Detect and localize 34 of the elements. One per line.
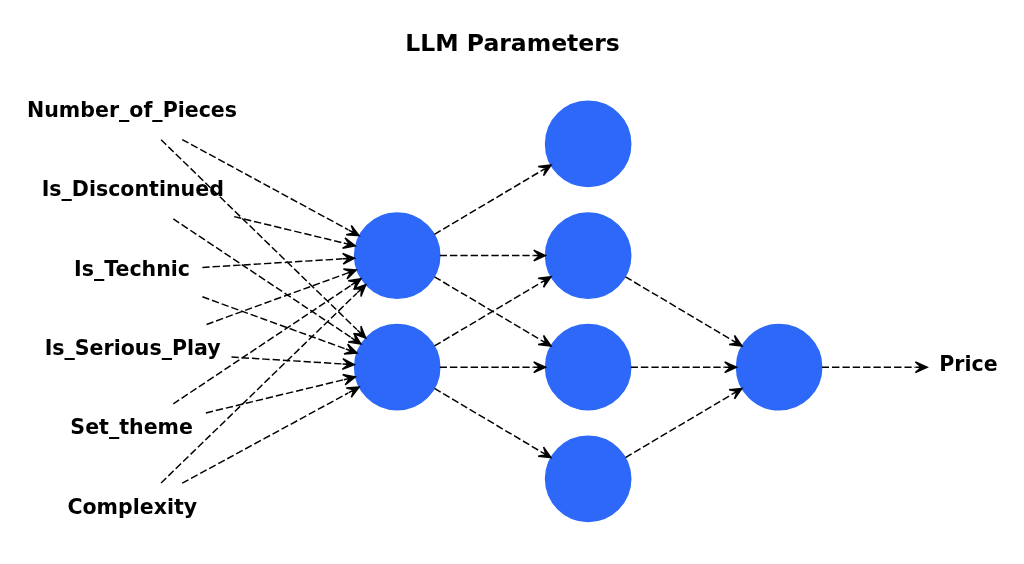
- node-text: Set_theme: [69, 415, 193, 440]
- arrow: [438, 249, 546, 262]
- arrow: [624, 276, 743, 347]
- arrow: [181, 138, 360, 237]
- node-text: Is_Serious_Play: [44, 336, 221, 361]
- arrow: [232, 215, 356, 249]
- node-text: Number_of_Pieces: [26, 98, 237, 123]
- node-circle: [544, 323, 631, 411]
- arrow: [159, 139, 366, 339]
- diagram-title: LLM Parameters: [404, 29, 620, 58]
- arrow: [205, 268, 357, 326]
- node-text: Is_Discontinued: [41, 177, 224, 202]
- arrow: [433, 387, 552, 459]
- arrow: [172, 218, 362, 345]
- arrow: [624, 387, 743, 459]
- arrow: [172, 278, 362, 405]
- arrow: [181, 386, 360, 484]
- node-text: Price: [938, 352, 998, 377]
- arrow: [201, 252, 355, 269]
- arrow: [159, 283, 366, 484]
- arrow: [438, 361, 546, 374]
- node-circle: [735, 323, 822, 411]
- arrow: [230, 356, 355, 370]
- node-circle: [544, 212, 631, 299]
- arrow: [820, 361, 928, 374]
- arrow: [201, 296, 358, 355]
- arrow: [629, 361, 737, 374]
- node-circle: [544, 100, 631, 188]
- node-circle: [544, 435, 631, 523]
- arrow: [433, 164, 552, 236]
- arrow: [204, 373, 356, 414]
- arrow: [433, 276, 552, 347]
- node-text: Is_Technic: [73, 256, 190, 281]
- node-text: Complexity: [66, 494, 197, 519]
